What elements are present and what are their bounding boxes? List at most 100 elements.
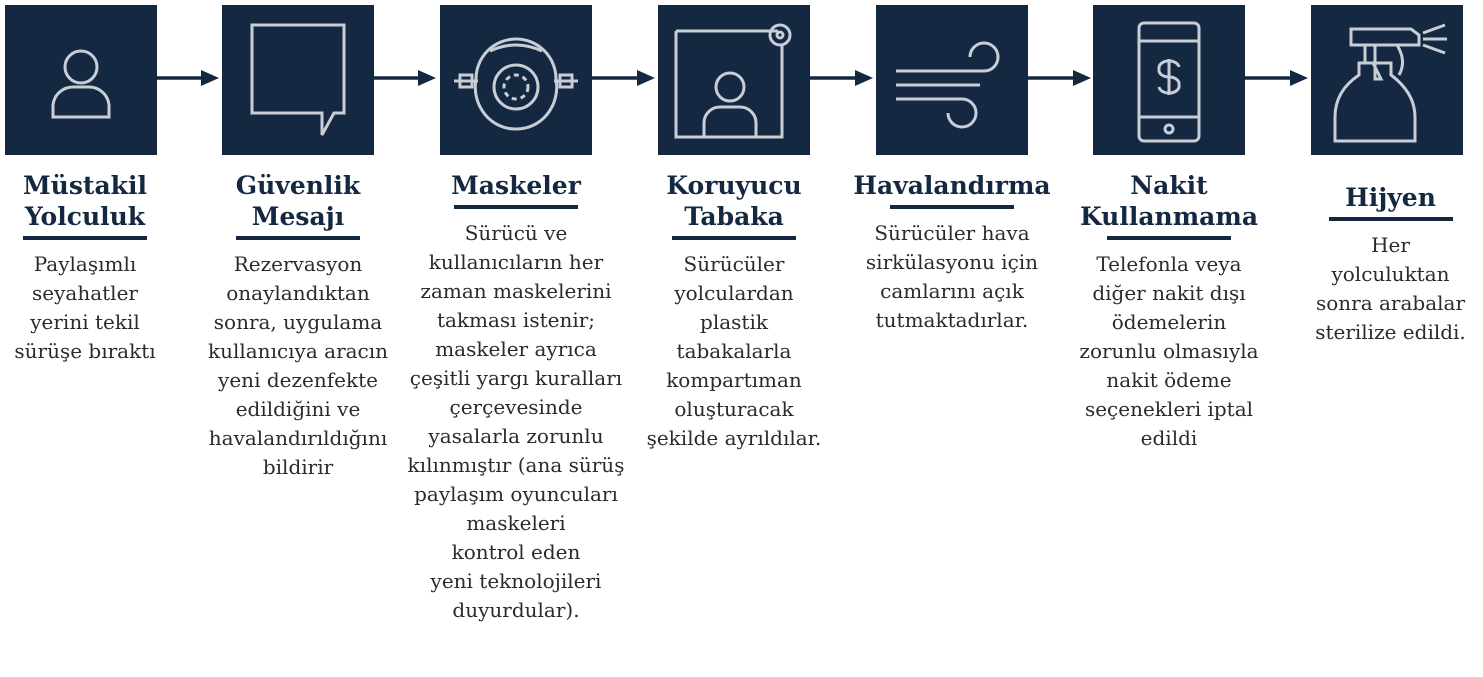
step-title-line: Nakit xyxy=(1130,171,1208,200)
step-title-line: Müstakil xyxy=(23,171,147,200)
tile-hijyen xyxy=(1311,5,1463,155)
spray-bottle-icon xyxy=(1333,23,1447,143)
tile-nakit-kullanmama xyxy=(1093,5,1245,155)
desc-line: yeni teknolojileri xyxy=(430,569,602,593)
step-title: Maskeler xyxy=(405,168,627,203)
desc-line: edildiğini ve xyxy=(235,397,361,421)
arrow-4 xyxy=(810,68,873,88)
desc-line: diğer nakit dışı xyxy=(1092,281,1246,305)
step-title-line: Havalandırma xyxy=(853,171,1051,200)
tile-guvenlik-mesaji xyxy=(222,5,374,155)
desc-line: zorunlu olmasıyla xyxy=(1079,339,1259,363)
step-3: Maskeler Sürücü ve kullanıcıların her za… xyxy=(405,168,627,625)
desc-line: bildirir xyxy=(262,455,334,479)
desc-line: yerini tekil xyxy=(30,310,140,334)
arrow-6 xyxy=(1245,68,1308,88)
step-title: Güvenlik Mesajı xyxy=(200,168,396,234)
step-description: Paylaşımlı seyahatler yerini tekil sürüş… xyxy=(0,250,170,366)
arrow-5 xyxy=(1028,68,1091,88)
desc-line: Sürücüler hava xyxy=(874,221,1030,245)
step-7: Hijyen Her yolculuktan sonra arabalar st… xyxy=(1300,168,1481,347)
tile-musteakil-yolculuk xyxy=(5,5,157,155)
tile-koruyucu-tabaka xyxy=(658,5,810,155)
step-description: Her yolculuktan sonra arabalar sterilize… xyxy=(1300,231,1481,347)
desc-line: seyahatler xyxy=(32,281,138,305)
step-title: Koruyucu Tabaka xyxy=(640,168,828,234)
desc-line: maskeleri xyxy=(466,511,566,535)
step-description: Sürücüler yolculardan plastik tabakalarl… xyxy=(640,250,828,453)
desc-line: Sürücü ve xyxy=(464,221,568,245)
step-1: Müstakil Yolculuk Paylaşımlı seyahatler … xyxy=(0,168,170,366)
desc-line: çeşitli yargı kuralları xyxy=(409,366,623,390)
wind-icon xyxy=(896,41,1000,129)
tile-havalandirma xyxy=(876,5,1028,155)
title-underline xyxy=(890,205,1014,209)
desc-line: tutmaktadırlar. xyxy=(875,308,1029,332)
step-title: Hijyen xyxy=(1300,180,1481,215)
step-description: Telefonla veya diğer nakit dışı ödemeler… xyxy=(1070,250,1268,453)
desc-line: kullanıcıya aracın xyxy=(207,339,389,363)
desc-line: yolculuktan xyxy=(1331,262,1450,286)
desc-line: havalandırıldığını xyxy=(208,426,388,450)
desc-line: camlarını açık xyxy=(880,279,1024,303)
step-title-line: Kullanmama xyxy=(1079,202,1259,231)
arrow-2 xyxy=(374,68,436,88)
arrow-1 xyxy=(157,68,219,88)
desc-line: yolculardan xyxy=(674,281,794,305)
desc-line: Telefonla veya xyxy=(1096,252,1242,276)
arrow-3 xyxy=(592,68,655,88)
step-4: Koruyucu Tabaka Sürücüler yolculardan pl… xyxy=(640,168,828,453)
step-title: Nakit Kullanmama xyxy=(1070,168,1268,234)
desc-line: yeni dezenfekte xyxy=(218,368,378,392)
title-underline xyxy=(23,236,147,240)
step-title: Müstakil Yolculuk xyxy=(0,168,170,234)
desc-line: Sürücüler xyxy=(683,252,785,276)
desc-line: sonra, uygulama xyxy=(213,310,383,334)
desc-line: paylaşım oyuncuları xyxy=(414,482,618,506)
title-underline xyxy=(454,205,578,209)
desc-line: sürüşe bıraktı xyxy=(14,339,156,363)
face-mask-icon xyxy=(454,37,578,131)
title-underline xyxy=(1328,217,1453,221)
desc-line: sonra arabalar xyxy=(1315,291,1466,315)
desc-line: kılınmıştır (ana sürüş xyxy=(407,453,625,477)
desc-line: Rezervasyon xyxy=(233,252,363,276)
title-underline xyxy=(236,236,360,240)
desc-line: Paylaşımlı xyxy=(33,252,137,276)
desc-line: kullanıcıların her xyxy=(428,250,604,274)
desc-line: duyurdular). xyxy=(452,598,580,622)
step-title-line: Tabaka xyxy=(684,202,784,231)
step-5: Havalandırma Sürücüler hava sirkülasyonu… xyxy=(850,168,1054,335)
desc-line: çerçevesinde xyxy=(449,395,583,419)
desc-line: edildi xyxy=(1140,426,1198,450)
tile-maskeler xyxy=(440,5,592,155)
desc-line: sterilize edildi. xyxy=(1315,320,1466,344)
desc-line: şekilde ayrıldılar. xyxy=(646,426,822,450)
desc-line: ödemelerin xyxy=(1111,310,1227,334)
step-description: Sürücü ve kullanıcıların her zaman maske… xyxy=(405,219,627,625)
step-description: Rezervasyon onaylandıktan sonra, uygulam… xyxy=(200,250,396,482)
step-title-line: Güvenlik xyxy=(235,171,361,200)
step-title-line: Koruyucu xyxy=(666,171,802,200)
desc-line: maskeler ayrıca xyxy=(435,337,597,361)
desc-line: seçenekleri iptal xyxy=(1084,397,1254,421)
person-icon xyxy=(51,49,111,119)
step-title-line: Hijyen xyxy=(1345,183,1436,212)
protective-screen-icon xyxy=(674,23,792,139)
phone-payment-icon xyxy=(1137,21,1201,143)
step-title: Havalandırma xyxy=(850,168,1054,203)
desc-line: zaman maskelerini xyxy=(420,279,612,303)
desc-line: sirkülasyonu için xyxy=(865,250,1039,274)
desc-line: nakit ödeme xyxy=(1106,368,1232,392)
desc-line: plastik xyxy=(700,310,768,334)
step-description: Sürücüler hava sirkülasyonu için camları… xyxy=(850,219,1054,335)
desc-line: oluşturacak xyxy=(674,397,794,421)
desc-line: takması istenir; xyxy=(436,308,596,332)
step-6: Nakit Kullanmama Telefonla veya diğer na… xyxy=(1070,168,1268,453)
desc-line: onaylandıktan xyxy=(226,281,370,305)
desc-line: Her xyxy=(1371,233,1410,257)
title-underline xyxy=(1107,236,1231,240)
desc-line: tabakalarla xyxy=(676,339,792,363)
speech-bubble-icon xyxy=(250,23,346,136)
step-title-line: Yolculuk xyxy=(24,202,146,231)
